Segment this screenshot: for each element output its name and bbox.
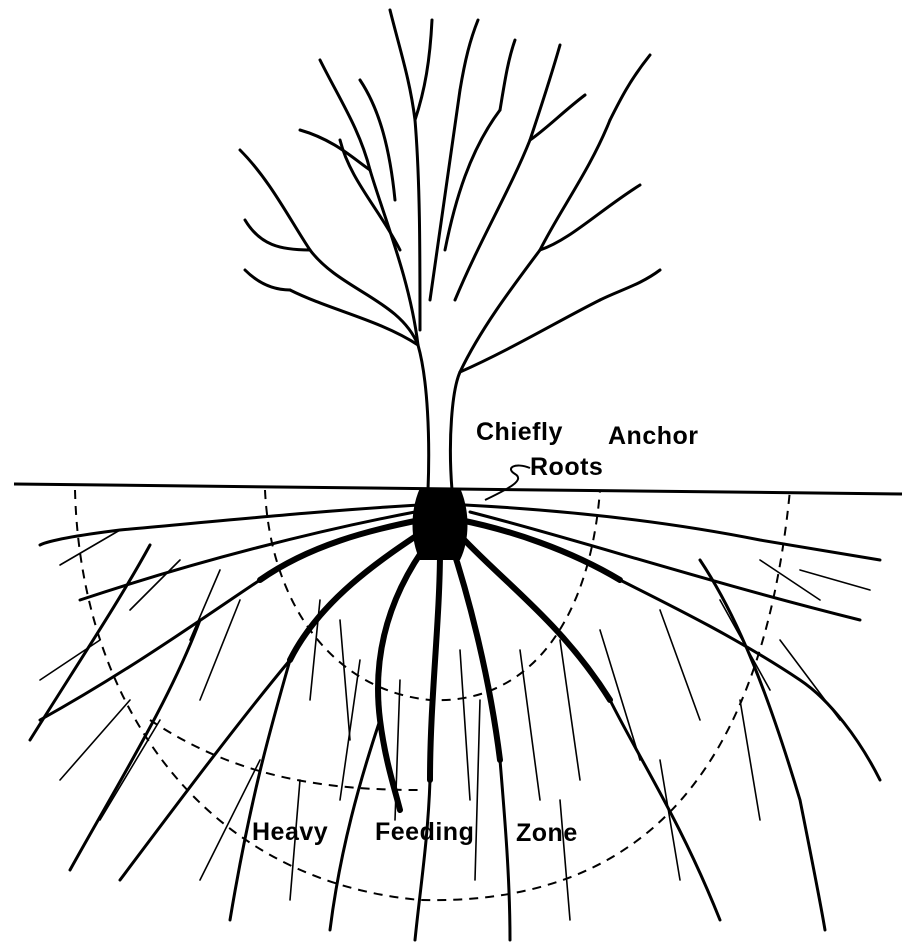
- label-zone: Zone: [516, 821, 578, 846]
- roots-pointer: [485, 466, 530, 500]
- label-chiefly: Chiefly: [476, 420, 563, 445]
- branches: [240, 10, 660, 372]
- label-anchor: Anchor: [608, 424, 699, 449]
- label-feeding: Feeding: [375, 820, 474, 845]
- lateral-roots: [30, 505, 880, 940]
- trunk: [418, 345, 460, 490]
- label-roots: Roots: [530, 455, 603, 480]
- label-heavy: Heavy: [252, 820, 328, 845]
